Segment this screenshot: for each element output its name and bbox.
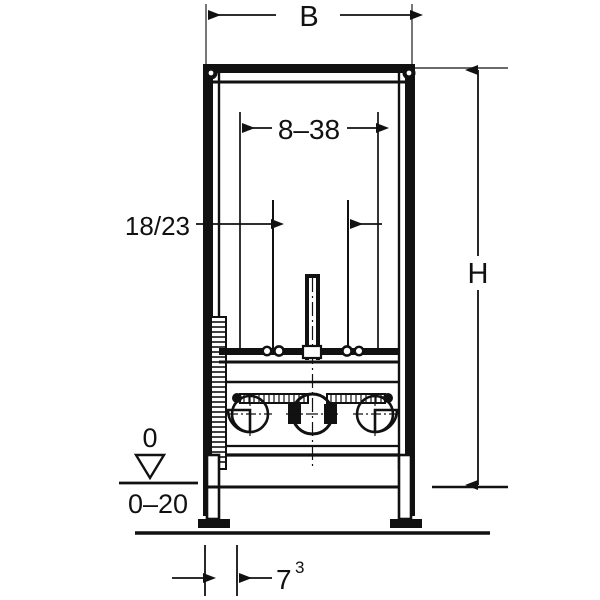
dimension-foot-depth: 7 3 [172,545,304,596]
mid-rail-center-boss [301,344,323,360]
datum-annotation: 0 0–20 [119,423,198,519]
installation-frame [203,64,416,516]
mid-rail-hole-1 [261,345,273,357]
frame-upright-left [203,64,213,516]
center-water-pipe [305,274,320,470]
top-cross-rail [203,64,415,73]
lower-mechanism [226,380,399,457]
dimension-label-foot-depth-superscript: 3 [295,558,304,577]
dimension-width-B: B [205,1,423,64]
dimension-offset-18-23: 18/23 [125,200,382,352]
rack-teeth [212,321,225,463]
valve-assembly-left [226,393,309,436]
mid-rail-hole-3 [341,345,353,357]
pipe-wall-right [316,276,320,360]
dimension-label-H: H [468,258,489,290]
legs-and-feet [198,453,422,528]
mid-rail-hole-4 [353,345,365,357]
corner-bolt-left [204,66,218,80]
datum-label-zero: 0 [142,423,157,453]
corner-bolt-right [402,66,416,80]
dimension-label-inner-width: 8–38 [278,114,340,145]
datum-triangle-marker [133,453,167,481]
mid-rail-hole-2 [273,345,285,357]
pipe-cap [305,274,320,278]
dimension-label-foot-depth: 7 [276,564,292,595]
frame-upright-right [405,64,415,516]
adjustable-leg-right [397,453,413,521]
dimension-inner-width: 8–38 [239,112,389,352]
dimension-label-offset: 18/23 [125,211,190,241]
pipe-wall-left [305,276,309,360]
dimension-height-H: H [415,65,508,490]
floor-tolerance-label: 0–20 [128,489,188,519]
height-adjust-rack [210,316,227,470]
foot-plate-left [198,519,230,528]
mid-cross-rail [219,344,399,364]
center-trap-collar [286,392,339,436]
valve-assembly-right [326,393,399,436]
foot-plate-right [390,519,422,528]
dimension-label-B: B [299,1,318,33]
